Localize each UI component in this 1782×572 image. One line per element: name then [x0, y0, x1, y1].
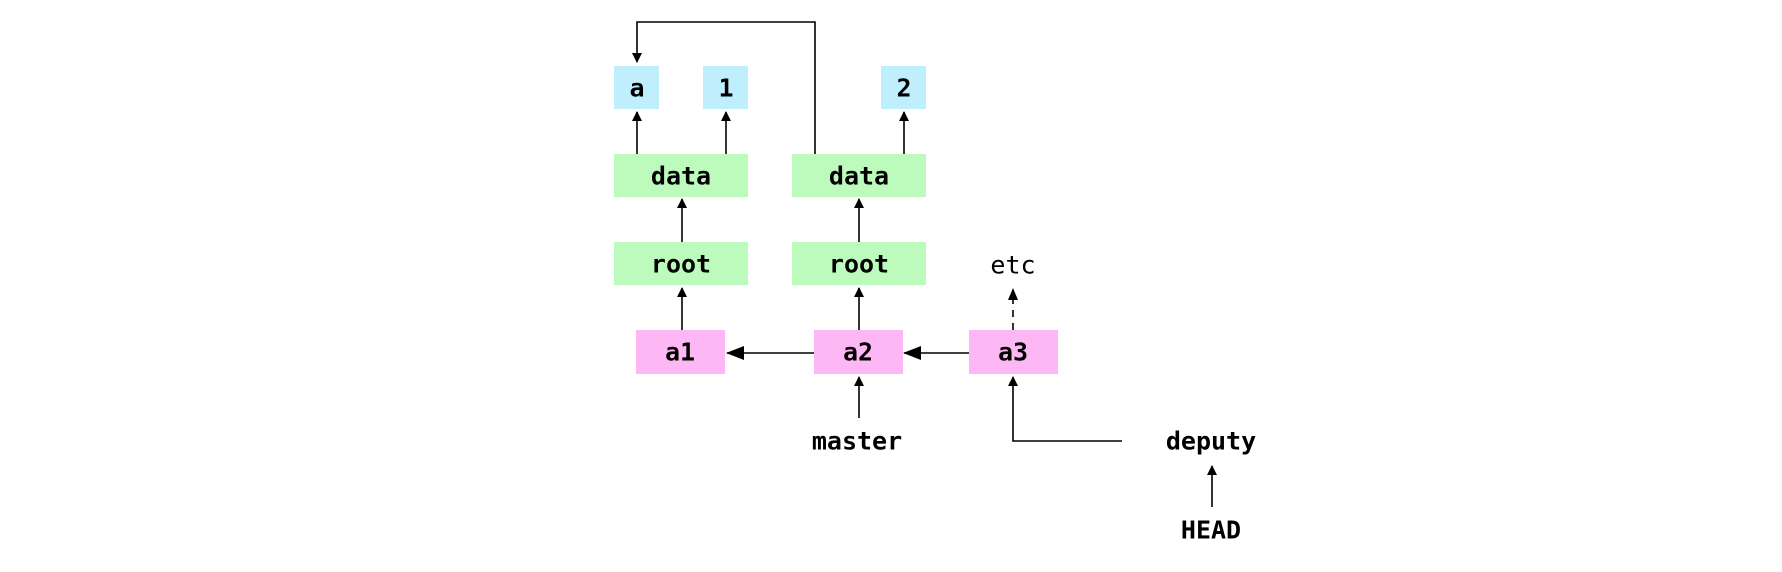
edges [632, 21, 1217, 507]
tree-label-data-2: data [829, 162, 889, 191]
edge-deputy-to-a3 [1008, 376, 1122, 442]
branch-label-master: master [812, 427, 902, 456]
etc-label: etc [990, 251, 1035, 280]
commit-label-a1: a1 [665, 338, 695, 367]
tree-label-root-1: root [651, 250, 711, 279]
branch-label-deputy: deputy [1166, 427, 1256, 456]
edge-data2-to-a [632, 21, 816, 154]
tree-node-root-1: root [614, 242, 748, 285]
commit-label-a2: a2 [843, 338, 873, 367]
blob-node-1: 1 [703, 66, 748, 109]
commit-node-a1: a1 [636, 330, 725, 374]
tree-label-root-2: root [829, 250, 889, 279]
commit-node-a3: a3 [969, 330, 1058, 374]
edge-a3-to-etc-head [1008, 288, 1018, 300]
tree-node-root-2: root [792, 242, 926, 285]
blob-label-2: 2 [896, 74, 911, 103]
blob-label-1: 1 [718, 74, 733, 103]
tree-node-data-2: data [792, 154, 926, 197]
commit-label-a3: a3 [998, 338, 1028, 367]
blob-node-2: 2 [881, 66, 926, 109]
blob-label-a: a [629, 74, 644, 103]
tree-node-data-1: data [614, 154, 748, 197]
tree-label-data-1: data [651, 162, 711, 191]
blob-node-a: a [614, 66, 659, 109]
commit-node-a2: a2 [814, 330, 903, 374]
head-label: HEAD [1181, 516, 1241, 545]
